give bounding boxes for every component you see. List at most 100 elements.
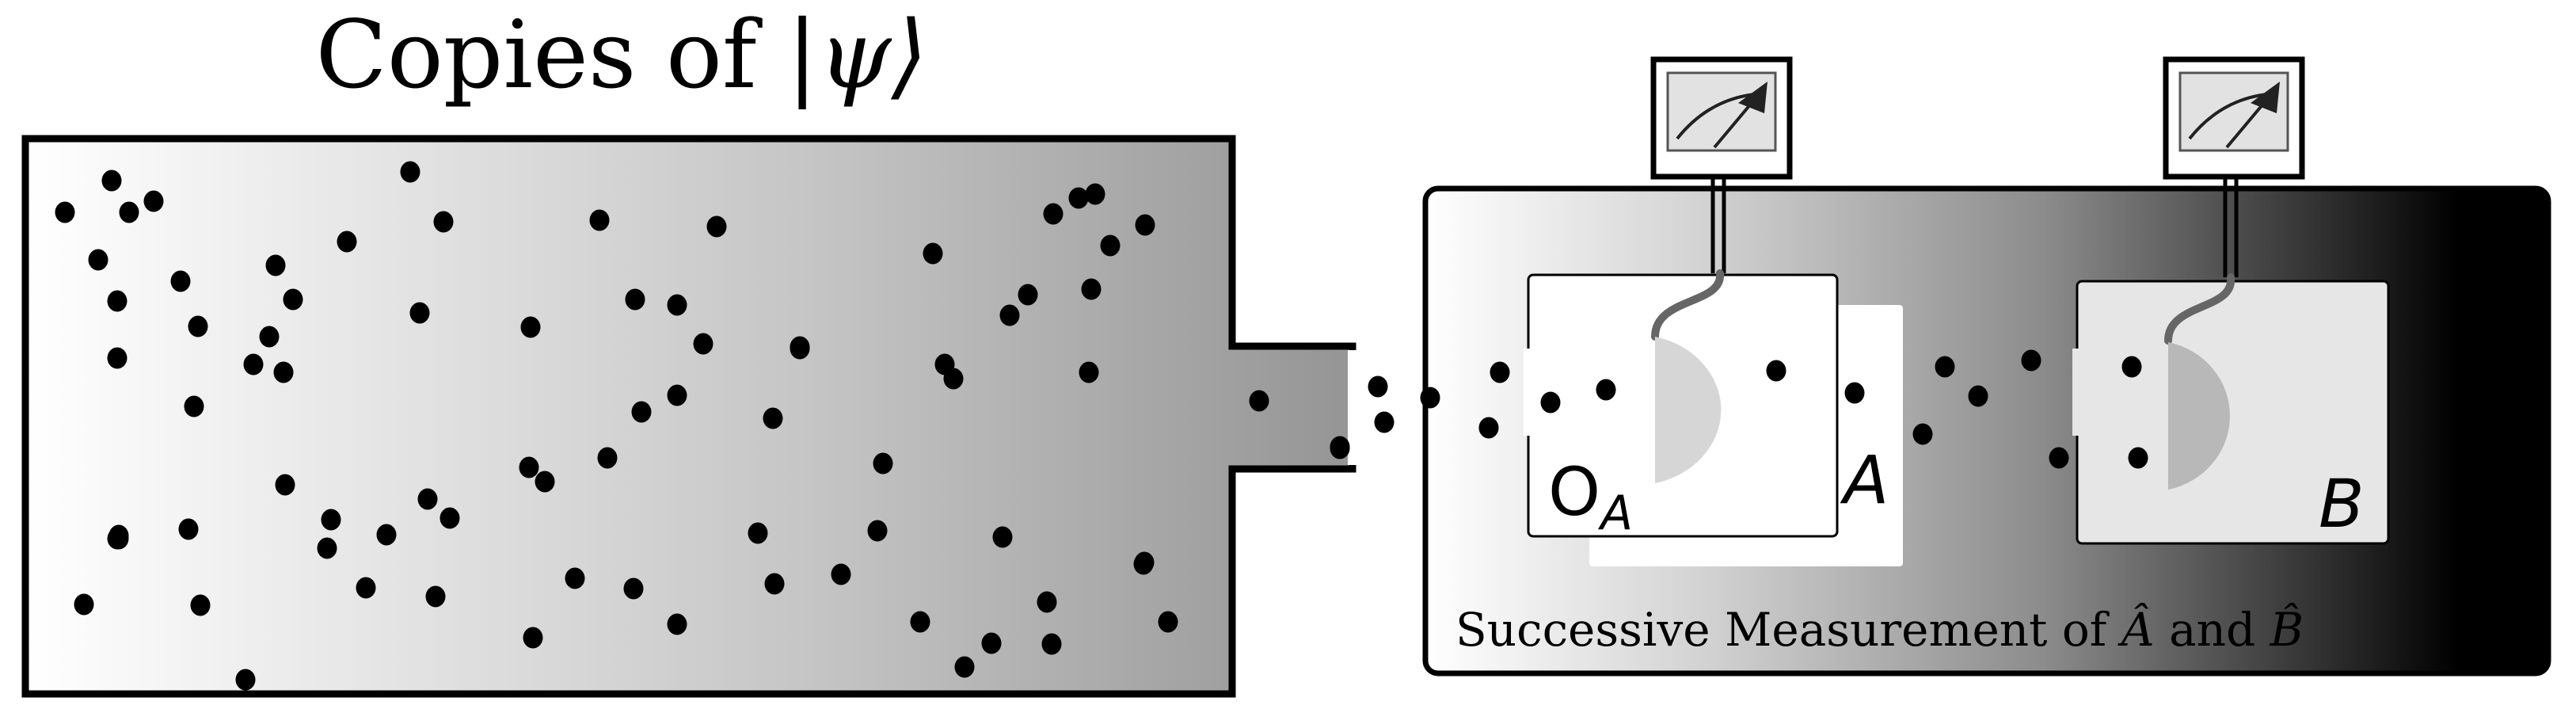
label-a: A xyxy=(1840,441,1889,519)
particle xyxy=(1068,187,1089,209)
particle xyxy=(589,209,610,231)
nozzle-opening xyxy=(1348,350,1359,465)
particle xyxy=(235,669,256,691)
particle xyxy=(1374,411,1395,433)
particle xyxy=(667,613,687,635)
particle xyxy=(190,594,211,616)
particle xyxy=(88,249,108,271)
particle xyxy=(170,270,191,292)
panel-b-entry-gap xyxy=(2072,349,2082,436)
particle xyxy=(867,520,888,542)
particle xyxy=(55,201,75,223)
particle xyxy=(101,170,122,192)
particle xyxy=(1330,436,1350,458)
particle xyxy=(243,353,264,375)
half-disc-detector-icon xyxy=(1655,337,1722,483)
particle xyxy=(1478,417,1499,439)
particle xyxy=(317,537,337,559)
particle xyxy=(693,333,713,355)
particle xyxy=(1041,633,1062,655)
measurement-caption: Successive Measurement of Â and B̂ xyxy=(1455,602,2304,657)
particle xyxy=(706,215,727,238)
particle xyxy=(1968,385,1988,407)
particle xyxy=(1018,284,1038,306)
particle xyxy=(954,656,975,678)
particle xyxy=(1912,423,1933,445)
particle xyxy=(2021,349,2041,372)
particle xyxy=(275,474,295,496)
particle xyxy=(273,361,294,383)
particle xyxy=(417,488,438,510)
particle xyxy=(337,231,357,253)
particle xyxy=(107,347,127,369)
particle xyxy=(1037,591,1057,613)
particle xyxy=(409,302,430,324)
particle xyxy=(2128,447,2148,469)
particle xyxy=(520,316,541,338)
particle xyxy=(1766,360,1786,382)
particle xyxy=(1368,375,1388,398)
particle xyxy=(1540,391,1561,414)
particle xyxy=(1249,390,1269,412)
particle xyxy=(2049,447,2069,469)
particle xyxy=(376,524,397,546)
caption-text: Successive Measurement of xyxy=(1455,603,2121,657)
particle xyxy=(667,384,687,406)
particle xyxy=(597,447,618,469)
particle xyxy=(74,593,94,616)
particle xyxy=(523,627,543,649)
particle xyxy=(439,507,460,529)
cable-b xyxy=(2164,273,2235,345)
particle xyxy=(1420,387,1440,409)
particle xyxy=(923,242,943,265)
gauge-meter-icon xyxy=(1650,56,1793,180)
particle xyxy=(1596,379,1616,401)
particle xyxy=(119,201,139,223)
half-disc-detector-icon xyxy=(2168,342,2230,490)
particle xyxy=(400,161,420,183)
label-oa-sub: A xyxy=(1597,486,1633,541)
particle xyxy=(763,407,783,429)
particle xyxy=(625,288,645,311)
particle xyxy=(108,528,129,550)
particle xyxy=(2121,356,2142,378)
particle xyxy=(356,577,376,599)
label-oa: OA xyxy=(1548,453,1633,541)
particle xyxy=(178,518,199,540)
particle xyxy=(1844,382,1865,404)
particle xyxy=(188,315,208,337)
particle xyxy=(265,254,286,276)
particle xyxy=(790,336,810,358)
caption-operator-a: Â xyxy=(2117,603,2155,657)
particle xyxy=(1135,214,1155,236)
particle xyxy=(992,526,1013,548)
particle xyxy=(425,585,446,608)
particle xyxy=(764,573,785,595)
cable-a xyxy=(1651,269,1725,341)
particle xyxy=(981,632,1002,654)
panel-oa-entry-gap xyxy=(1524,349,1533,436)
particle xyxy=(667,294,687,316)
title-prefix: Copies of xyxy=(315,0,786,109)
particle xyxy=(1133,553,1154,575)
caption-and: and xyxy=(2155,603,2270,657)
particle xyxy=(943,368,964,390)
particle xyxy=(433,211,454,233)
particle xyxy=(1043,203,1064,225)
particle xyxy=(107,290,127,312)
particle xyxy=(321,509,341,531)
caption-operator-b: B̂ xyxy=(2270,602,2304,657)
particle xyxy=(1081,278,1102,300)
label-b: B xyxy=(2319,465,2365,543)
particle xyxy=(184,395,204,417)
particle xyxy=(1079,361,1099,383)
particle xyxy=(623,577,644,600)
particle xyxy=(1490,361,1510,383)
particle xyxy=(143,190,164,212)
particles xyxy=(55,161,2148,691)
particle xyxy=(565,567,585,589)
psi-ket: |ψ⟩ xyxy=(786,0,927,109)
particle xyxy=(873,452,893,475)
gauge-meter-icon xyxy=(2163,56,2305,180)
